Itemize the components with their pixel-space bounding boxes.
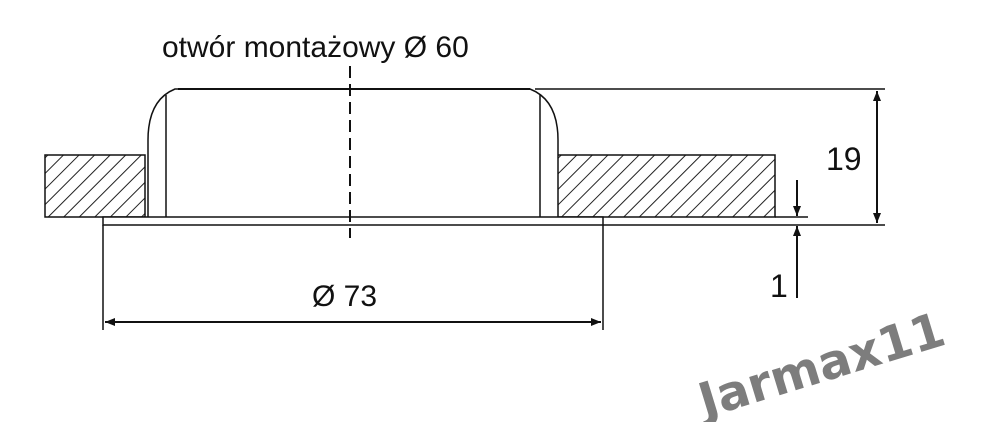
flange [102,216,604,226]
label-mounting-hole: otwór montażowy Ø 60 [162,31,469,64]
fitting-body-outline [147,88,559,217]
panel-section-right [556,154,776,218]
label-outer-diameter: Ø 73 [312,280,377,313]
label-flange-thickness: 1 [770,268,788,304]
label-height: 19 [826,141,862,177]
watermark-text: Jarmax11 [689,302,951,422]
panel-section-left [44,154,146,218]
